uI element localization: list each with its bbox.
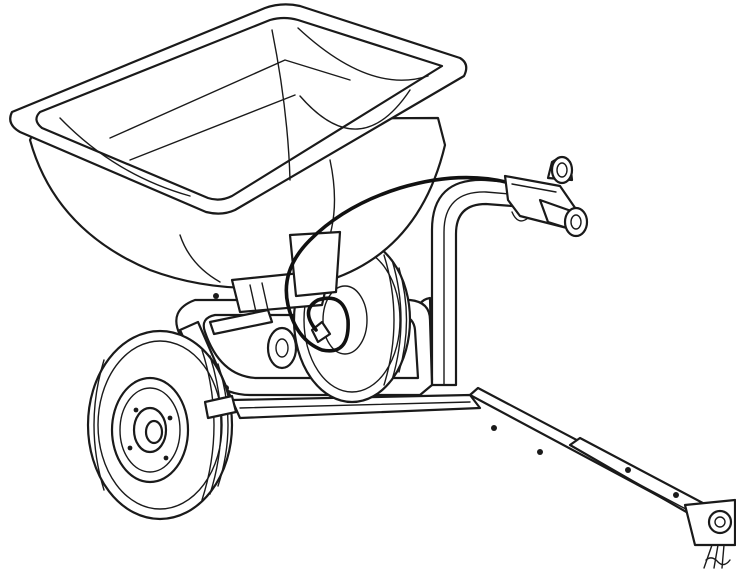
hitch: [683, 498, 736, 569]
left-wheel: [86, 329, 234, 521]
control-handle: [503, 155, 589, 238]
control-cable: [284, 175, 512, 353]
axle: [203, 394, 238, 420]
spinner-assembly: [208, 282, 332, 370]
hopper: [9, 3, 468, 314]
